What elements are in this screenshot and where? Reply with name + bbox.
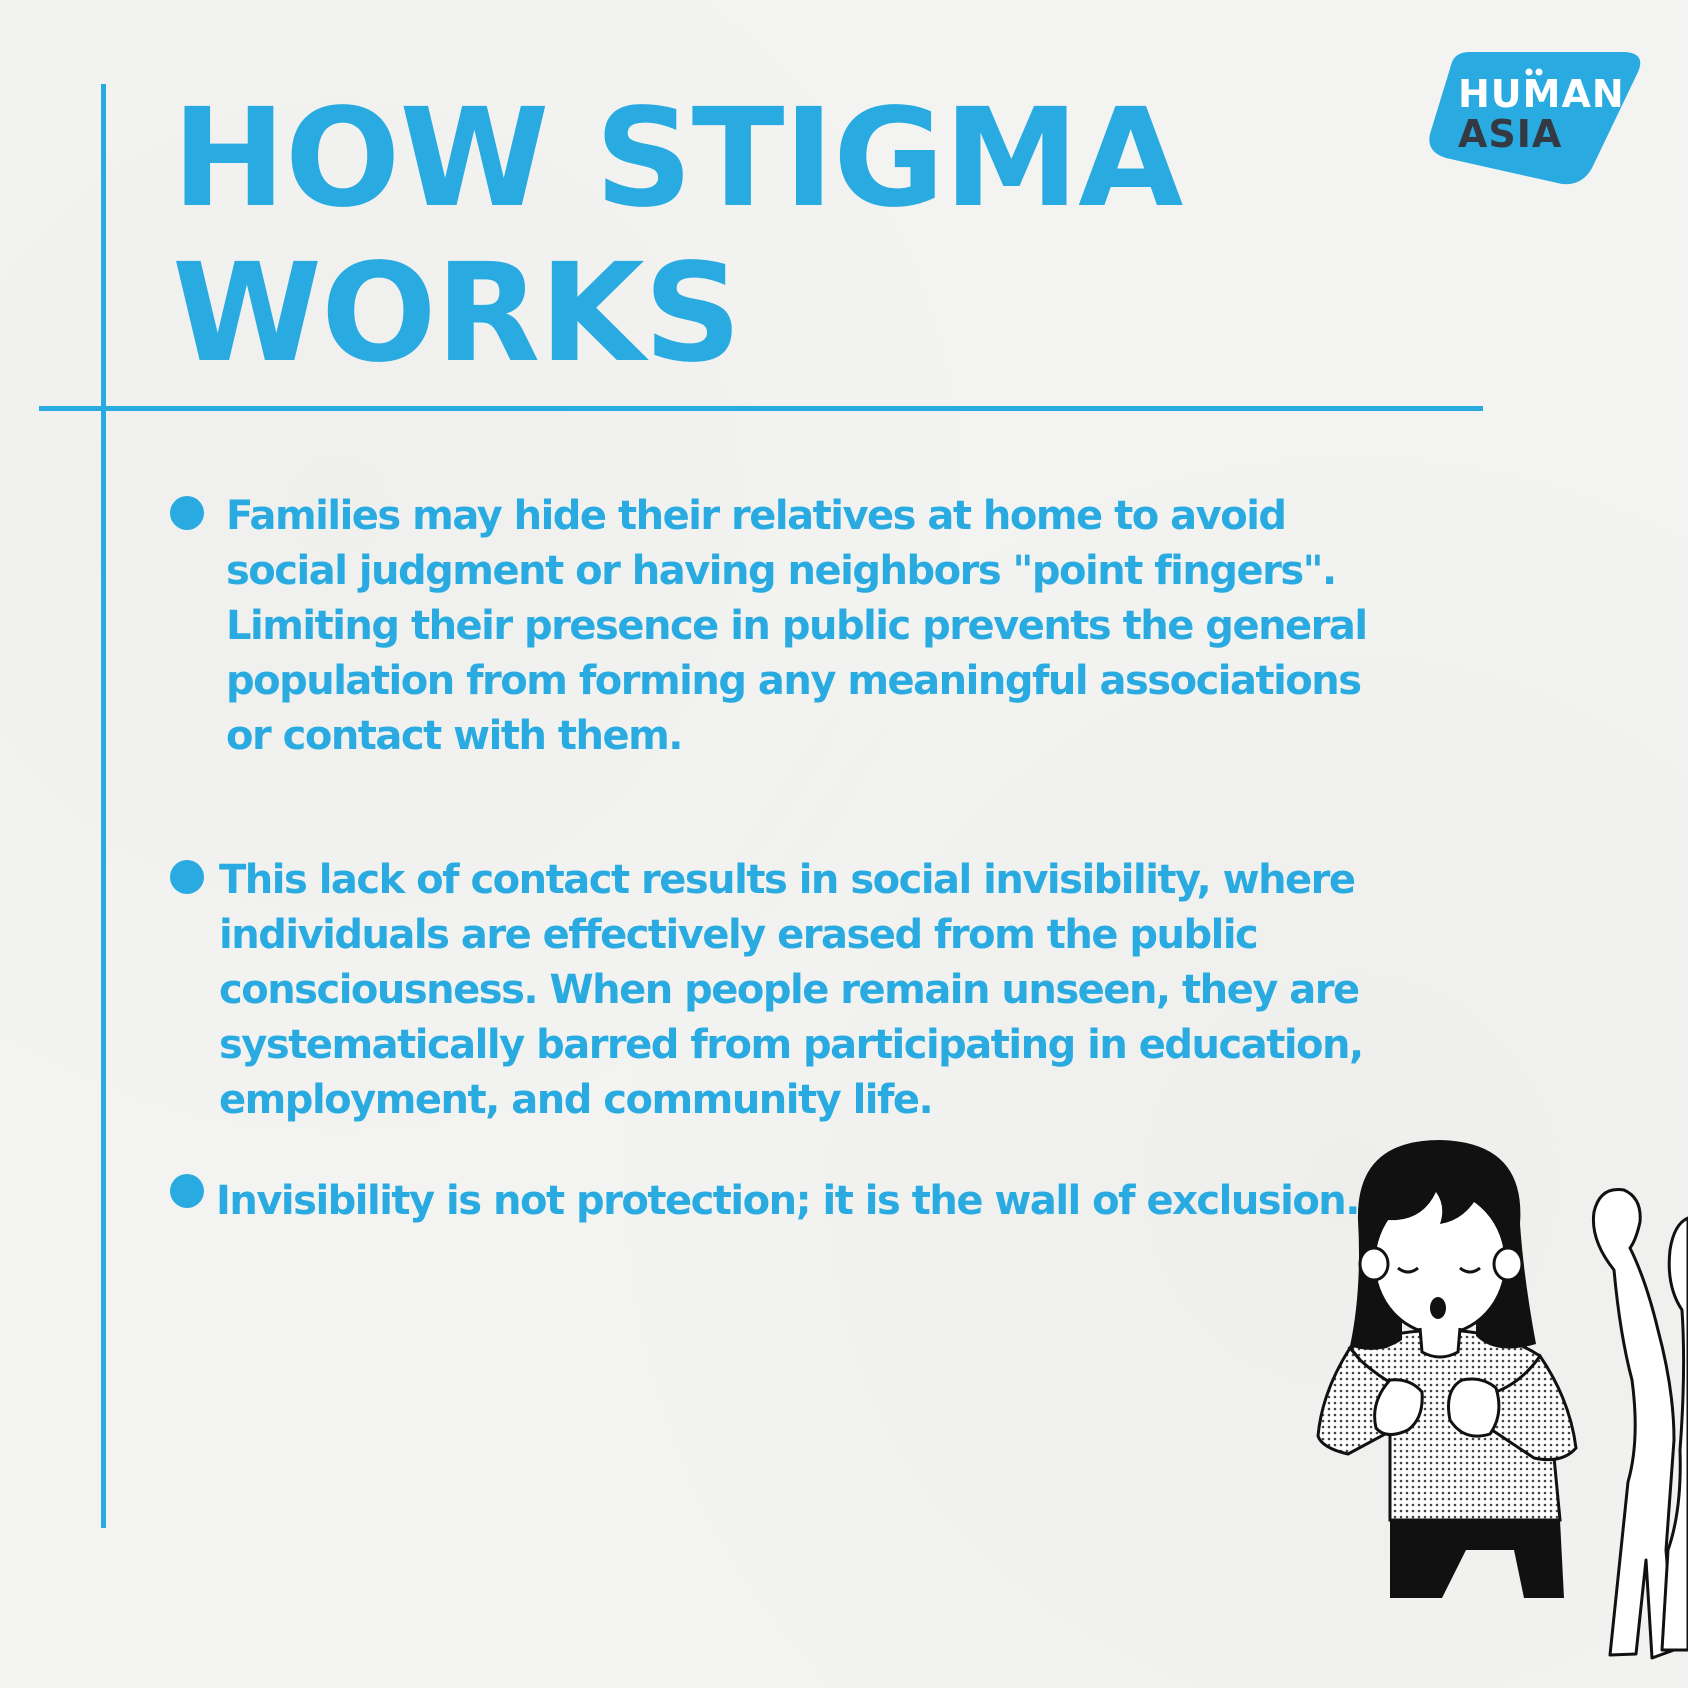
page-title: HOW STIGMA WORKS — [172, 80, 1183, 393]
bullet-dot-1 — [170, 496, 204, 530]
woman-and-silhouettes-drawing — [1316, 1140, 1688, 1660]
logo-line-2: ASIA — [1458, 112, 1563, 156]
human-asia-logo: HUMAN ASIA — [1422, 50, 1644, 188]
bullet-dot-2 — [170, 860, 204, 894]
person-illustration — [1290, 1130, 1688, 1688]
title-line-1: HOW STIGMA — [172, 80, 1183, 238]
logo-badge-shape — [1429, 52, 1641, 185]
logo-text: HUMAN ASIA — [1458, 74, 1625, 154]
logo-line-1: HUMAN — [1458, 72, 1625, 116]
title-line-2: WORKS — [172, 235, 742, 393]
bullet-dot-3 — [170, 1174, 204, 1208]
bullet-text-3: Invisibility is not protection; it is th… — [216, 1178, 1360, 1224]
vertical-rule — [101, 84, 106, 1528]
horizontal-rule — [39, 406, 1483, 411]
bullet-text-1: Families may hide their relatives at hom… — [226, 493, 1368, 759]
bullet-text-2: This lack of contact results in social i… — [219, 857, 1364, 1123]
